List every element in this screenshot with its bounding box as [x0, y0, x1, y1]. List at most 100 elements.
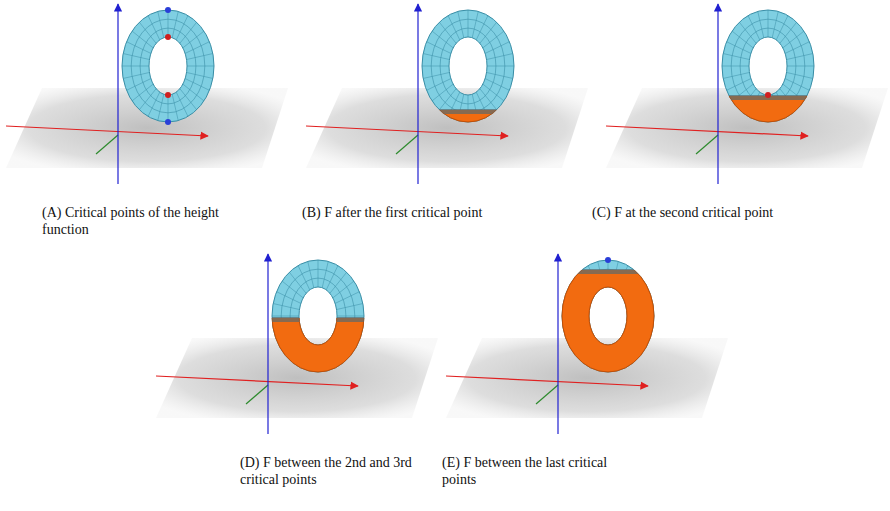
torus-grid: [722, 10, 814, 122]
critical-point: [765, 92, 771, 98]
grid-spoke: [432, 84, 453, 101]
grid-spoke: [322, 261, 328, 287]
grid-spoke: [176, 92, 188, 116]
grid-spoke: [298, 266, 310, 290]
level-band: [422, 109, 514, 114]
grid-spoke: [168, 95, 169, 122]
x-axis: [6, 126, 208, 136]
grid-spoke: [458, 11, 464, 37]
y-axis: [96, 135, 118, 154]
torus: [422, 10, 514, 122]
torus-grid: [122, 10, 214, 122]
grid-spoke: [787, 72, 813, 78]
level-band: [272, 317, 364, 322]
grid-spoke: [335, 292, 359, 304]
grid-spoke: [468, 10, 469, 37]
grid-spoke: [308, 261, 314, 287]
grid-spoke: [476, 16, 488, 40]
z-axis: [417, 4, 418, 184]
grid-spoke: [318, 260, 319, 287]
grid-spoke: [785, 42, 809, 54]
sublevel-set: [562, 270, 654, 372]
grid-spoke: [732, 31, 753, 48]
level-band: [562, 269, 654, 274]
x-axis: [306, 126, 508, 136]
ground-plane: [306, 88, 588, 168]
grid-spoke: [787, 66, 814, 67]
torus-grid: [272, 260, 364, 372]
grid-spoke: [448, 16, 460, 40]
critical-point: [165, 7, 171, 13]
x-axis: [606, 126, 808, 136]
grid-spoke: [180, 89, 197, 110]
torus: [122, 10, 214, 122]
grid-spoke: [289, 272, 306, 293]
torus-panel: [606, 4, 888, 184]
grid-spoke: [758, 11, 764, 37]
grid-spoke: [780, 22, 797, 43]
grid-spoke: [148, 16, 160, 40]
grid-spoke: [273, 304, 299, 310]
grid-spoke: [723, 72, 749, 78]
grid-spoke: [487, 66, 514, 67]
subfigure-caption: (E) F between the last critical points: [442, 454, 642, 488]
grid-spoke: [333, 281, 354, 298]
caption-holder: (C) F at the second critical point: [592, 204, 792, 221]
grid-spoke: [123, 54, 149, 60]
torus: [562, 260, 654, 372]
grid-spoke: [487, 54, 513, 60]
grid-spoke: [480, 89, 497, 110]
grid-spoke: [132, 31, 153, 48]
critical-point: [165, 34, 171, 40]
grid-spoke: [168, 10, 169, 37]
grid-spoke: [187, 66, 214, 67]
grid-spoke: [787, 54, 813, 60]
grid-spoke: [337, 304, 363, 310]
torus-panel: [6, 4, 288, 184]
sublevel-set: [422, 110, 514, 122]
grid-spoke: [172, 11, 178, 37]
x-axis: [156, 376, 358, 386]
grid-spoke: [422, 66, 449, 67]
grid-spoke: [132, 84, 153, 101]
torus-grid: [422, 10, 514, 122]
z-axis: [267, 254, 268, 434]
grid-spoke: [748, 16, 760, 40]
z-axis: [717, 4, 718, 184]
grid-spoke: [183, 84, 204, 101]
grid-spoke: [187, 54, 213, 60]
grid-spoke: [330, 272, 347, 293]
grid-spoke: [439, 22, 456, 43]
grid-spoke: [123, 72, 149, 78]
y-axis: [696, 135, 718, 154]
torus-grid: [562, 260, 654, 372]
grid-spoke: [783, 31, 804, 48]
torus-panel: [306, 4, 588, 184]
torus-panel: [446, 254, 728, 434]
level-band: [722, 95, 814, 100]
grid-spoke: [427, 79, 451, 91]
grid-spoke: [776, 16, 788, 40]
grid-spoke: [432, 31, 453, 48]
z-axis: [557, 254, 558, 434]
grid-spoke: [139, 22, 156, 43]
grid-spoke: [768, 10, 769, 37]
grid-spoke: [722, 66, 749, 67]
caption-holder: (E) F between the last critical points: [442, 454, 642, 488]
grid-spoke: [485, 42, 509, 54]
grid-spoke: [158, 11, 164, 37]
grid-spoke: [326, 266, 338, 290]
subfigure-caption: (A) Critical points of the height functi…: [42, 204, 242, 238]
grid-spoke: [483, 84, 504, 101]
grid-spoke: [187, 72, 213, 78]
x-axis: [446, 376, 648, 386]
grid-spoke: [727, 79, 751, 91]
grid-spoke: [183, 31, 204, 48]
grid-spoke: [127, 79, 151, 91]
z-axis: [117, 4, 118, 184]
grid-spoke: [185, 42, 209, 54]
subfigure-caption: (C) F at the second critical point: [592, 204, 792, 221]
grid-spoke: [180, 22, 197, 43]
